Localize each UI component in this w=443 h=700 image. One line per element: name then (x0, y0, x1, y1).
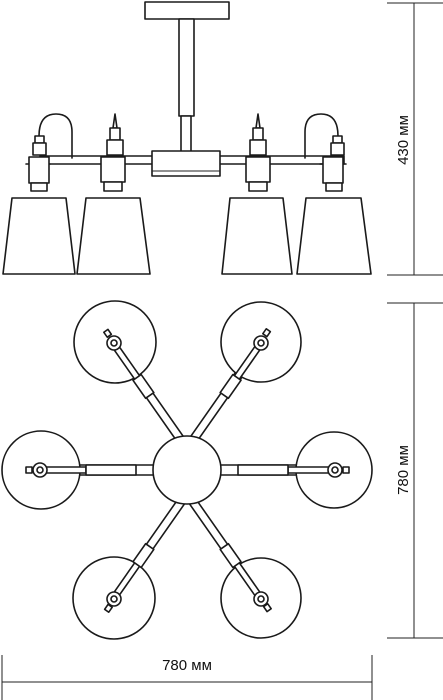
socket-6 (253, 591, 272, 613)
lamp-holder-3 (245, 113, 271, 192)
socket-4 (327, 462, 350, 478)
right-hook (304, 113, 339, 159)
socket-2 (253, 328, 272, 351)
depth-label: 780 мм (395, 445, 412, 495)
downrod (178, 18, 195, 117)
side-view: 430 мм (2, 1, 443, 276)
width-dimension: 780 мм (1, 655, 373, 700)
central-hub (152, 435, 222, 505)
downrod-lower (180, 115, 192, 153)
lamp-holder-4 (319, 135, 347, 192)
lamp-holder-2 (100, 113, 126, 192)
arm-segments (37, 340, 337, 602)
socket-3 (25, 462, 48, 478)
width-label: 780 мм (162, 657, 212, 674)
top-view: 780 мм 780 мм (1, 300, 443, 700)
ceiling-canopy (144, 1, 230, 20)
shade-4 (296, 197, 372, 275)
shade-1 (2, 197, 76, 275)
left-hook (38, 113, 73, 159)
central-body (151, 150, 221, 177)
socket-5 (103, 591, 122, 613)
sockets (25, 328, 350, 613)
shade-2 (76, 197, 151, 275)
height-dimension: 430 мм (387, 2, 443, 276)
depth-dimension: 780 мм (387, 302, 443, 639)
lamp-holder-1 (25, 135, 51, 192)
socket-1 (103, 328, 122, 351)
shade-3 (221, 197, 293, 275)
height-label: 430 мм (395, 115, 412, 165)
